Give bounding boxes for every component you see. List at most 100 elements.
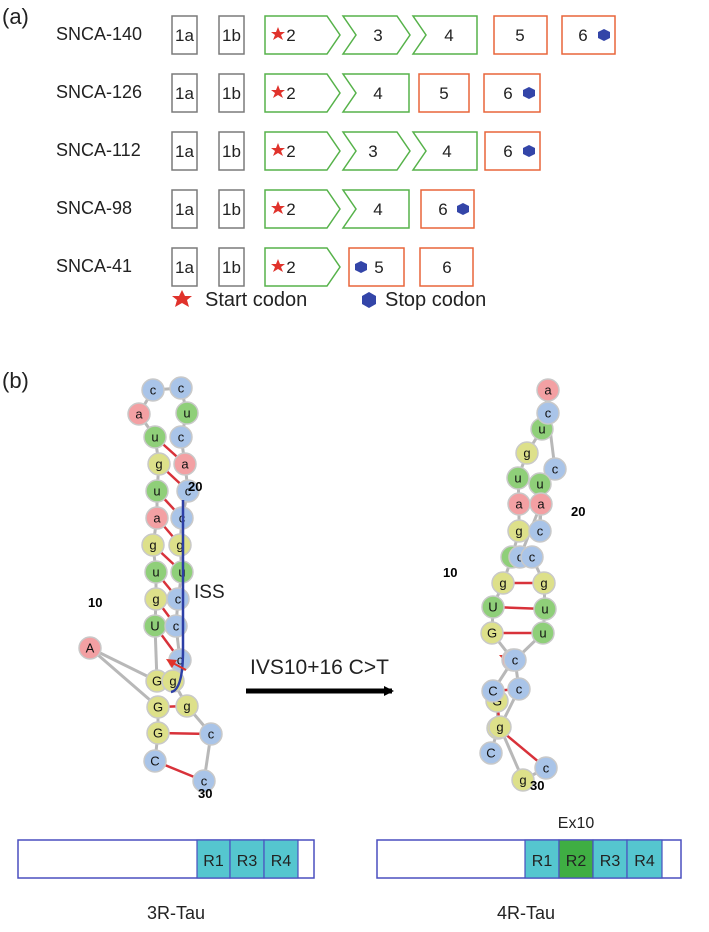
svg-text:1b: 1b [222, 200, 241, 219]
svg-text:c: c [177, 653, 184, 668]
nucleotide: u [144, 560, 168, 584]
svg-text:c: c [516, 682, 523, 697]
stop-codon-icon [598, 29, 610, 41]
exon-1a: 1a [171, 247, 198, 287]
nucleotide: g [515, 441, 539, 465]
iss-bracket [170, 500, 185, 694]
svg-text:c: c [175, 592, 182, 607]
svg-text:c: c [537, 524, 544, 539]
stop-codon-icon [457, 203, 469, 215]
svg-text:a: a [537, 497, 545, 512]
exon-4: 4 [341, 189, 410, 229]
position-30-label: 30 [198, 786, 212, 801]
svg-text:1b: 1b [222, 26, 241, 45]
exon-6: 6 [483, 73, 541, 113]
nucleotide: c [169, 425, 193, 449]
row-name: SNCA-112 [56, 140, 141, 160]
exon-1b: 1b [218, 73, 245, 113]
mutation-label: IVS10+16 C>T [250, 656, 389, 679]
exon-1b: 1b [218, 189, 245, 229]
exon-5: 5 [493, 15, 548, 55]
svg-text:4: 4 [444, 26, 453, 45]
nucleotide: g [147, 452, 171, 476]
nucleotide: g [532, 571, 556, 595]
nucleotide: c [520, 545, 544, 569]
backbone-segment [89, 646, 158, 683]
snca-row: SNCA-112 1a 1b 2 3 4 6 [56, 131, 541, 171]
row-name: SNCA-98 [56, 198, 132, 218]
tau-4r-caption: 4R-Tau [497, 903, 555, 923]
nucleotide: c [507, 677, 531, 701]
exon-4: 4 [411, 15, 478, 55]
nucleotide: C [481, 679, 505, 703]
backbone-segment [89, 646, 159, 709]
nucleotide: c [543, 457, 567, 481]
position-30-label: 30 [530, 778, 544, 793]
svg-text:2: 2 [286, 84, 295, 103]
exon-1b: 1b [218, 131, 245, 171]
svg-text:g: g [515, 524, 522, 539]
svg-text:2: 2 [286, 142, 295, 161]
svg-text:g: g [169, 674, 176, 689]
nucleotide: g [488, 715, 512, 739]
nucleotide: c [141, 378, 165, 402]
exon-2: 2 [264, 15, 341, 55]
svg-text:6: 6 [578, 26, 587, 45]
start-codon-icon [271, 143, 285, 156]
nucleotide: U [143, 614, 167, 638]
svg-text:u: u [183, 406, 190, 421]
exon-5: 5 [348, 247, 405, 287]
nucleotide: a [536, 378, 560, 402]
svg-text:u: u [514, 471, 521, 486]
nucleotide: G [146, 695, 170, 719]
start-codon-icon [271, 85, 285, 98]
start-codon-icon [172, 290, 192, 307]
repeat-r4: R4 [626, 839, 663, 879]
nucleotide: C [143, 749, 167, 773]
nucleotide: a [173, 452, 197, 476]
svg-text:a: a [135, 407, 143, 422]
svg-text:R4: R4 [634, 853, 655, 870]
svg-text:R4: R4 [271, 853, 292, 870]
exon-1b: 1b [218, 247, 245, 287]
exon-4: 4 [341, 73, 410, 113]
svg-text:1a: 1a [175, 258, 194, 277]
svg-text:g: g [149, 538, 156, 553]
panel-b-label: (b) [2, 368, 29, 393]
nucleotide: c [199, 722, 223, 746]
nucleotide: U [481, 595, 505, 619]
nucleotide: u [533, 597, 557, 621]
nucleotide: c [164, 614, 188, 638]
right-stem-loop: CGGCAGUgugauguaccucaccguuccggc [479, 378, 567, 792]
svg-text:u: u [538, 422, 545, 437]
mutation-arrow-icon [166, 659, 187, 671]
svg-text:g: g [540, 576, 547, 591]
svg-text:G: G [153, 700, 163, 715]
svg-text:u: u [541, 602, 548, 617]
svg-text:1a: 1a [175, 142, 194, 161]
nucleotide: g [491, 571, 515, 595]
nucleotide: u [143, 425, 167, 449]
svg-text:u: u [151, 430, 158, 445]
snca-row: SNCA-98 1a 1b 2 4 6 [56, 189, 475, 229]
nucleotide: A [78, 636, 102, 660]
iss-label: ISS [194, 582, 225, 603]
svg-text:g: g [496, 720, 503, 735]
exon10-label: Ex10 [558, 815, 595, 832]
exon-1a: 1a [171, 131, 198, 171]
stop-codon-icon [523, 87, 535, 99]
exon-2: 2 [264, 131, 341, 171]
svg-text:1a: 1a [175, 26, 194, 45]
svg-text:6: 6 [503, 84, 512, 103]
svg-text:4: 4 [373, 200, 382, 219]
svg-text:1a: 1a [175, 200, 194, 219]
nucleotide: a [127, 402, 151, 426]
position-20-label: 20 [571, 504, 585, 519]
svg-text:c: c [185, 484, 192, 499]
svg-text:c: c [173, 619, 180, 634]
svg-text:c: c [552, 462, 559, 477]
